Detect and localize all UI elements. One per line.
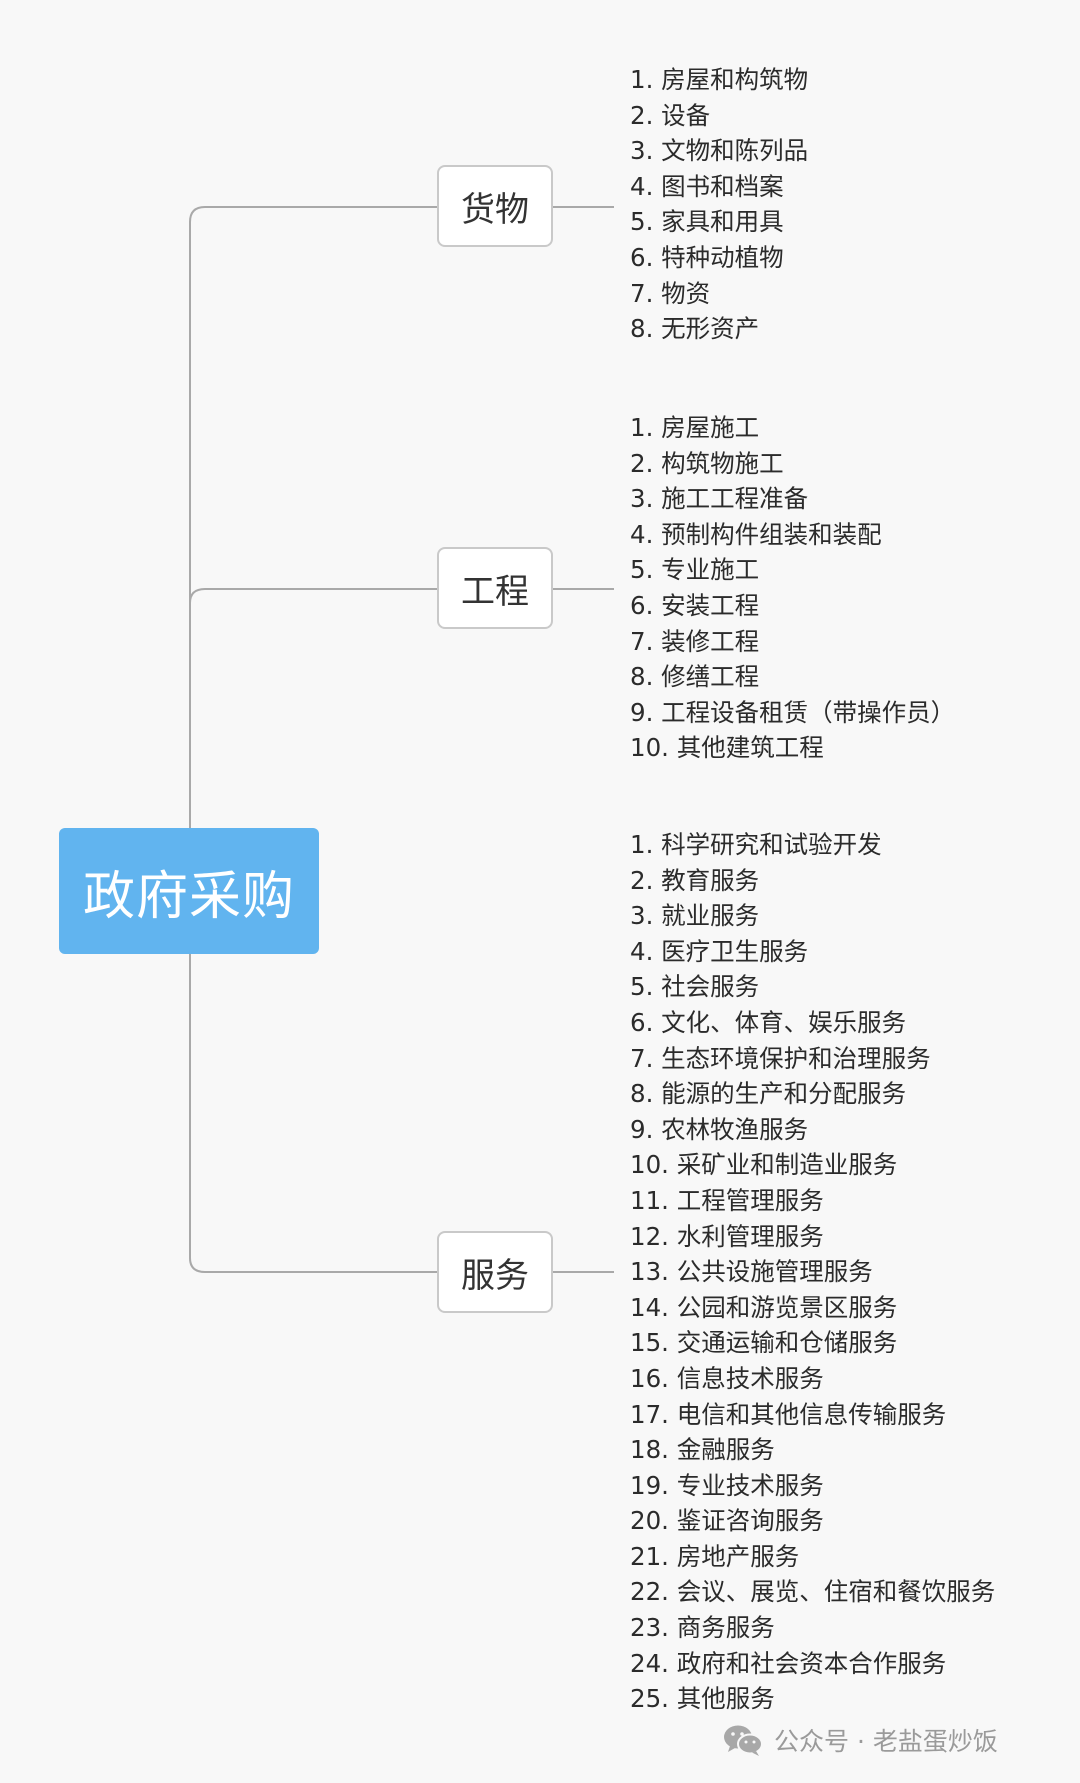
wechat-icon — [724, 1725, 763, 1756]
list-item: 19. 专业技术服务 — [630, 1470, 824, 1500]
list-item: 17. 电信和其他信息传输服务 — [630, 1399, 947, 1429]
list-item: 12. 水利管理服务 — [630, 1221, 824, 1251]
branch-label-works: 工程 — [461, 571, 529, 612]
list-item: 11. 工程管理服务 — [630, 1185, 824, 1215]
list-item: 25. 其他服务 — [630, 1684, 775, 1714]
works-item-list: 1. 房屋施工 2. 构筑物施工 3. 施工工程准备 4. 预制构件组装和装配 … — [630, 410, 955, 766]
services-item-list: 1. 科学研究和试验开发 2. 教育服务 3. 就业服务 4. 医疗卫生服务 5… — [630, 827, 995, 1717]
list-item: 1. 科学研究和试验开发 — [630, 830, 882, 859]
list-item: 5. 家具和用具 — [630, 207, 784, 237]
list-item: 1. 房屋和构筑物 — [630, 65, 809, 94]
list-item: 7. 物资 — [630, 278, 711, 308]
trunk-connector-upper — [189, 206, 437, 828]
root-label: 政府采购 — [82, 866, 295, 927]
branch-node-works: 工程 — [437, 547, 553, 629]
trunk-connector-middle — [189, 588, 437, 604]
watermark: 公众号 · 老盐蛋炒饭 — [722, 1722, 998, 1758]
list-item: 6. 文化、体育、娱乐服务 — [630, 1007, 907, 1037]
trunk-connector-lower — [189, 954, 437, 1273]
list-item: 2. 设备 — [630, 100, 711, 130]
list-item: 2. 构筑物施工 — [630, 448, 784, 478]
list-item: 18. 金融服务 — [630, 1435, 775, 1465]
list-item: 8. 能源的生产和分配服务 — [630, 1079, 907, 1109]
list-item: 23. 商务服务 — [630, 1613, 775, 1643]
goods-item-list: 1. 房屋和构筑物 2. 设备 3. 文物和陈列品 4. 图书和档案 5. 家具… — [630, 62, 808, 347]
list-item: 5. 社会服务 — [630, 972, 760, 1002]
list-item: 22. 会议、展览、住宿和餐饮服务 — [630, 1577, 996, 1607]
list-item: 2. 教育服务 — [630, 865, 760, 895]
list-item: 5. 专业施工 — [630, 555, 760, 585]
list-item: 6. 特种动植物 — [630, 242, 784, 272]
list-item: 4. 医疗卫生服务 — [630, 936, 809, 966]
branch-node-services: 服务 — [437, 1231, 553, 1313]
list-item: 7. 生态环境保护和治理服务 — [630, 1043, 931, 1073]
list-item: 15. 交通运输和仓储服务 — [630, 1328, 898, 1358]
list-item: 16. 信息技术服务 — [630, 1363, 824, 1393]
list-item: 24. 政府和社会资本合作服务 — [630, 1648, 947, 1678]
list-item: 3. 文物和陈列品 — [630, 136, 809, 166]
branch-node-goods: 货物 — [437, 165, 553, 247]
list-item: 20. 鉴证咨询服务 — [630, 1506, 824, 1536]
list-item: 14. 公园和游览景区服务 — [630, 1292, 898, 1322]
list-item: 4. 预制构件组装和装配 — [630, 519, 882, 549]
list-item: 9. 工程设备租赁（带操作员） — [630, 697, 956, 727]
list-item: 13. 公共设施管理服务 — [630, 1257, 873, 1287]
list-item: 3. 就业服务 — [630, 901, 760, 931]
list-item: 9. 农林牧渔服务 — [630, 1114, 809, 1144]
list-item: 10. 采矿业和制造业服务 — [630, 1150, 898, 1180]
watermark-text: 公众号 · 老盐蛋炒饭 — [774, 1727, 998, 1756]
root-node: 政府采购 — [59, 828, 319, 954]
branch-label-goods: 货物 — [461, 189, 529, 230]
list-item: 21. 房地产服务 — [630, 1541, 800, 1571]
list-item: 4. 图书和档案 — [630, 171, 784, 201]
list-item: 1. 房屋施工 — [630, 413, 760, 442]
branch-label-services: 服务 — [461, 1255, 529, 1296]
list-item: 6. 安装工程 — [630, 590, 760, 620]
list-item: 8. 修缮工程 — [630, 662, 760, 692]
list-item: 7. 装修工程 — [630, 626, 760, 656]
list-item: 8. 无形资产 — [630, 314, 760, 344]
list-item: 10. 其他建筑工程 — [630, 733, 824, 763]
list-item: 3. 施工工程准备 — [630, 484, 809, 514]
